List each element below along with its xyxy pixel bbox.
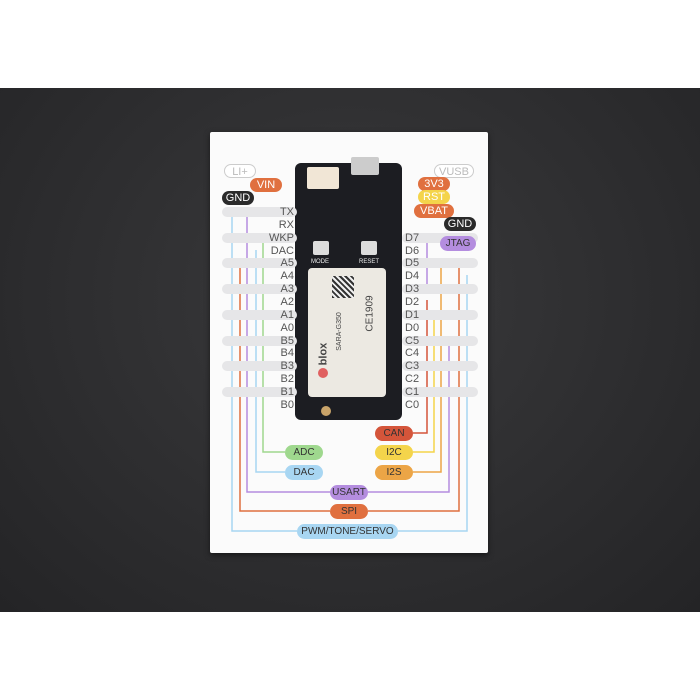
power-pin-vbat: VBAT bbox=[414, 203, 454, 218]
antenna-connector bbox=[321, 406, 331, 416]
pin-label-rx: RX bbox=[278, 218, 294, 231]
pin-label-c2: C2 bbox=[405, 373, 420, 386]
pin-label-d1: D1 bbox=[405, 308, 420, 321]
usb-port bbox=[351, 157, 379, 175]
u-blox-logo-icon bbox=[318, 368, 328, 378]
function-badge-can: CAN bbox=[375, 426, 413, 441]
pin-label-c1: C1 bbox=[405, 385, 420, 398]
pin-label-d0: D0 bbox=[405, 321, 420, 334]
jtag-badge: JTAG bbox=[440, 236, 476, 251]
reset-button[interactable] bbox=[361, 241, 377, 255]
pin-stripe bbox=[222, 258, 297, 269]
pin-label-tx: TX bbox=[279, 206, 294, 218]
pin-label-b4: B4 bbox=[280, 347, 294, 360]
qr-code bbox=[332, 276, 354, 298]
pin-stripe bbox=[222, 309, 297, 320]
mode-button[interactable] bbox=[313, 241, 329, 255]
pin-label-b3: B3 bbox=[280, 360, 294, 373]
power-pin-3v3: 3V3 bbox=[418, 177, 450, 192]
pin-label-a2: A2 bbox=[280, 295, 294, 308]
pin-stripe bbox=[222, 284, 297, 295]
module-brand: blox bbox=[317, 342, 330, 366]
pin-label-d4: D4 bbox=[405, 270, 420, 283]
function-badge-i2s: I2S bbox=[375, 465, 413, 480]
power-pin-rst: RST bbox=[418, 190, 450, 205]
power-pin-vin: VIN bbox=[250, 177, 282, 192]
pin-stripe bbox=[222, 335, 297, 346]
pin-label-b2: B2 bbox=[280, 373, 294, 386]
pin-label-b5: B5 bbox=[280, 334, 294, 347]
pin-label-dac: DAC bbox=[270, 244, 294, 257]
pin-label-a4: A4 bbox=[280, 270, 294, 283]
pin-label-c4: C4 bbox=[405, 347, 420, 360]
pin-label-d6: D6 bbox=[405, 244, 420, 257]
pin-label-a0: A0 bbox=[280, 321, 294, 334]
ce-mark: CE1909 bbox=[364, 295, 376, 332]
pin-label-b1: B1 bbox=[280, 385, 294, 398]
function-badge-pwm-tone-servo: PWM/TONE/SERVO bbox=[297, 524, 398, 539]
pin-stripe bbox=[402, 232, 478, 243]
reset-label: RESET bbox=[359, 259, 380, 265]
pin-stripe bbox=[402, 361, 478, 372]
function-badge-dac: DAC bbox=[285, 465, 323, 480]
power-pin-gnd: GND bbox=[222, 191, 254, 205]
pin-stripe bbox=[402, 284, 478, 295]
pin-label-a3: A3 bbox=[280, 283, 294, 296]
mode-label: MODE bbox=[311, 259, 329, 265]
pin-label-d3: D3 bbox=[405, 283, 420, 296]
pin-label-d5: D5 bbox=[405, 257, 420, 270]
function-badge-adc: ADC bbox=[285, 445, 323, 460]
pin-label-c5: C5 bbox=[405, 334, 420, 347]
pin-stripe bbox=[222, 386, 297, 397]
module-model: SARA-G350 bbox=[335, 312, 343, 351]
pin-stripe bbox=[402, 386, 478, 397]
function-badge-usart: USART bbox=[330, 485, 368, 500]
power-pin-gnd: GND bbox=[444, 216, 476, 231]
pin-label-d7: D7 bbox=[405, 231, 420, 244]
pin-stripe bbox=[402, 335, 478, 346]
pin-stripe bbox=[222, 207, 297, 217]
pin-label-d2: D2 bbox=[405, 295, 420, 308]
function-badge-spi: SPI bbox=[330, 504, 368, 519]
power-pin-li+: LI+ bbox=[224, 164, 256, 178]
pin-stripe bbox=[402, 309, 478, 320]
pin-stripe bbox=[222, 361, 297, 372]
pin-label-b0: B0 bbox=[280, 398, 294, 411]
cellular-module: blox SARA-G350 CE1909 bbox=[308, 268, 386, 397]
pin-label-a5: A5 bbox=[280, 257, 294, 270]
pin-label-c0: C0 bbox=[405, 398, 420, 411]
pin-stripe bbox=[402, 258, 478, 269]
pin-label-a1: A1 bbox=[280, 308, 294, 321]
battery-connector bbox=[307, 167, 339, 189]
pin-label-wkp: WKP bbox=[268, 231, 294, 244]
power-pin-vusb: VUSB bbox=[434, 164, 474, 178]
function-badge-i2c: I2C bbox=[375, 445, 413, 460]
pin-stripe bbox=[222, 232, 297, 243]
pin-label-c3: C3 bbox=[405, 360, 420, 373]
